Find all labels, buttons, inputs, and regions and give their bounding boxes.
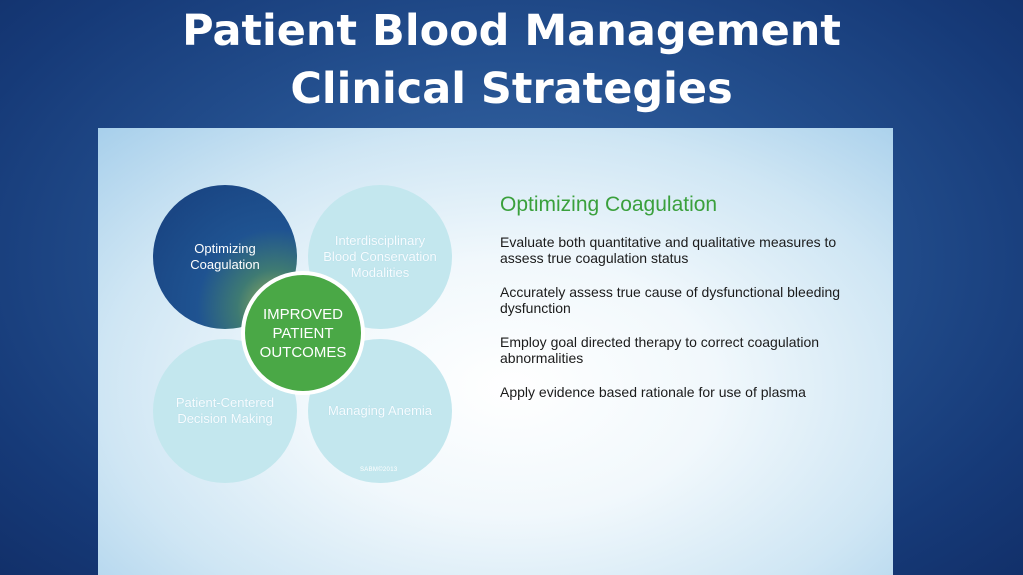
list-item: Employ goal directed therapy to correct … <box>500 334 820 366</box>
center-label: IMPROVED PATIENT OUTCOMES <box>259 305 347 361</box>
list-item: Apply evidence based rationale for use o… <box>500 384 806 400</box>
slide-title-line-2: Clinical Strategies <box>290 64 733 114</box>
slide-title-line-1: Patient Blood Management <box>182 6 841 56</box>
list-item: Evaluate both quantitative and qualitati… <box>500 234 837 266</box>
strategy-list: Evaluate both quantitative and qualitati… <box>500 234 860 418</box>
petal-label: Managing Anemia <box>327 403 433 418</box>
center-improved-outcomes: IMPROVED PATIENT OUTCOMES <box>241 271 365 395</box>
copyright-label: SABM©2013 <box>360 467 398 473</box>
petal-label: Optimizing Coagulation <box>190 241 260 272</box>
petal-optimizing-coagulation[interactable]: Optimizing Coagulation <box>153 185 297 329</box>
section-heading: Optimizing Coagulation <box>500 193 718 216</box>
content-panel: Optimizing Coagulation Interdisciplinary… <box>98 128 893 575</box>
petal-label: Interdisciplinary Blood Conservation Mod… <box>323 233 437 280</box>
list-item: Accurately assess true cause of dysfunct… <box>500 284 841 316</box>
slide-title: Patient Blood Management Clinical Strate… <box>0 2 1023 118</box>
petal-interdisciplinary-blood-conservation[interactable]: Interdisciplinary Blood Conservation Mod… <box>308 185 452 329</box>
petal-label: Patient-Centered Decision Making <box>175 395 275 426</box>
